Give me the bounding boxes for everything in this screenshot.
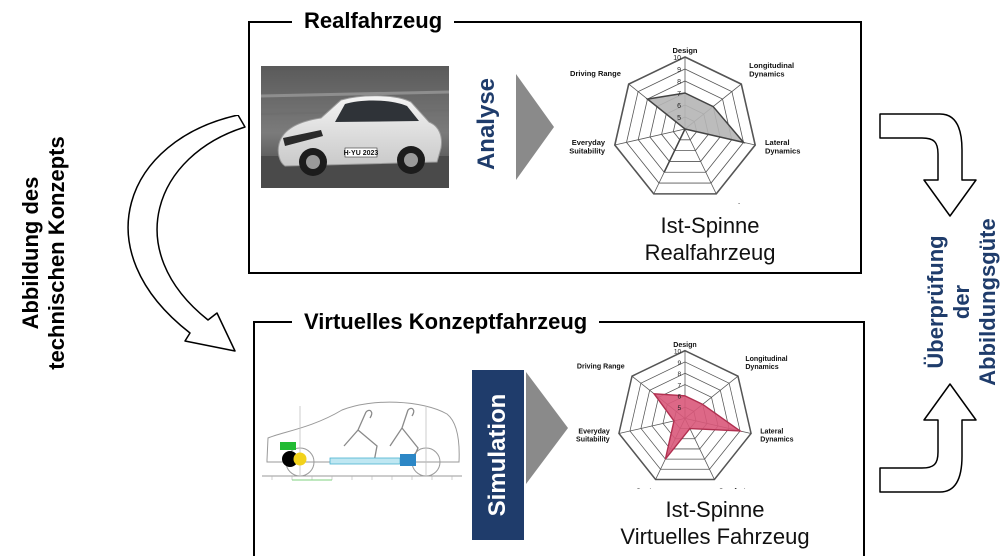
top-caption-line1: Ist-Spinne — [660, 213, 760, 238]
real-car-image: H·YU 2023 — [261, 66, 449, 188]
radar-tick-label: 5 — [677, 115, 681, 122]
radar-tick-label: 9 — [677, 67, 681, 74]
bottom-caption: Ist-Spinne Virtuelles Fahrzeug — [590, 496, 840, 550]
radar-tick-label: 6 — [678, 394, 682, 401]
radar-grid-ring — [629, 361, 741, 470]
radar-grid-ring — [640, 372, 730, 460]
bottom-panel-title: Virtuelles Konzeptfahrzeug — [292, 309, 600, 335]
right-label-line2: der — [949, 284, 974, 320]
simulation-label: Simulation — [484, 393, 511, 517]
radar-tick-label: 7 — [678, 382, 682, 389]
top-panel-title: Realfahrzeug — [292, 8, 455, 34]
radar-axis-label: Design — [672, 46, 697, 55]
radar-tick-label: 8 — [678, 371, 682, 378]
left-curved-arrow — [127, 115, 246, 352]
right-label-line1: Überprüfung — [923, 235, 948, 369]
license-plate-text: H·YU 2023 — [344, 150, 379, 157]
bottom-caption-line2: Virtuelles Fahrzeug — [620, 524, 810, 549]
radar-grid-ring — [637, 80, 733, 173]
right-top-arrow — [879, 113, 977, 217]
radar-axis-label: Driving Range — [570, 69, 621, 78]
radar-spoke — [614, 128, 686, 146]
simulation-box — [472, 370, 524, 540]
radar-series-polygon — [645, 92, 746, 173]
bottom-caption-line1: Ist-Spinne — [665, 497, 765, 522]
radar-tick-label: 7 — [677, 91, 681, 98]
radar-tick-label: 10 — [674, 348, 682, 355]
virtual-vehicle-drawing — [262, 401, 462, 481]
radar-axis-label: Driving Range — [577, 363, 625, 370]
radar-axis-label: Design — [673, 342, 697, 349]
radar-grid-ring — [618, 349, 752, 481]
radar-tick-label: 6 — [677, 103, 681, 110]
radar-tick-label: 10 — [673, 55, 681, 62]
radar-grid-ring — [613, 56, 757, 195]
left-label-line2: technischen Konzepts — [44, 136, 69, 370]
radar-axis-label: CostEfficiency — [614, 202, 650, 204]
left-label: Abbildung des technischen Konzepts — [18, 123, 72, 383]
top-caption-line2: Realfahrzeug — [644, 240, 776, 265]
left-label-line1: Abbildung des — [18, 176, 43, 330]
radar-spoke — [684, 128, 717, 195]
top-caption: Ist-Spinne Realfahrzeug — [600, 212, 820, 266]
radar-tick-label: 8 — [677, 79, 681, 86]
radar-tick-label: 9 — [678, 360, 682, 367]
radar-grid-ring — [626, 68, 744, 184]
analyse-triangle — [516, 74, 554, 180]
radar-axis-label: Comfort — [721, 202, 751, 204]
analyse-label: Analyse — [473, 77, 500, 171]
right-label-line3: Abbildungsgüte — [975, 218, 1000, 386]
simulation-triangle — [526, 372, 568, 484]
radar-series-polygon — [652, 392, 743, 460]
right-label: Überprüfung der Abbildungsgüte — [923, 172, 1003, 432]
radar-tick-label: 5 — [678, 405, 682, 412]
right-bottom-arrow — [879, 383, 977, 493]
radar-grid-ring — [651, 384, 719, 450]
top-panel — [248, 21, 862, 274]
